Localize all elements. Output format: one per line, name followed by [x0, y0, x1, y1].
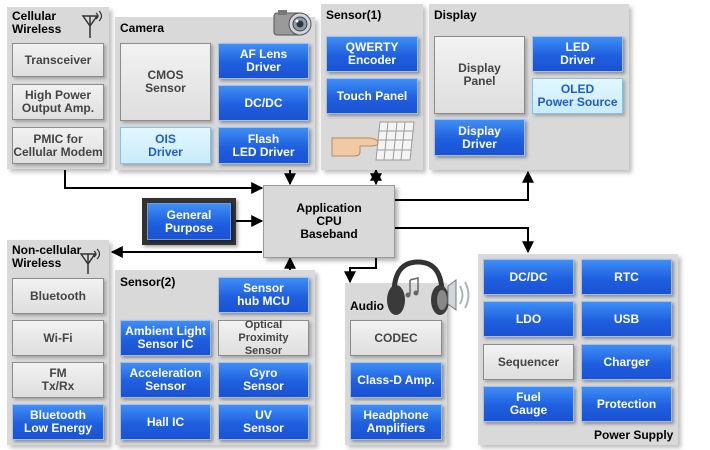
- rtc-box: RTC: [581, 259, 672, 295]
- headphone-amplifiers-box: Headphone Amplifiers: [350, 404, 442, 440]
- line-cpu-display: [395, 170, 534, 201]
- ois-driver-box: OIS Driver: [120, 127, 211, 164]
- display-title: Display: [434, 8, 477, 22]
- hall-ic-box: Hall IC: [120, 404, 211, 440]
- high-power-output-amp-box: High Power Output Amp.: [12, 84, 104, 120]
- fuel-gauge-box: Fuel Gauge: [483, 386, 574, 422]
- flash-led-driver-box: Flash LED Driver: [218, 127, 309, 164]
- codec-box: CODEC: [350, 320, 442, 356]
- line-cpu-audio: [344, 258, 377, 284]
- wireless-antenna-icon: [79, 248, 101, 274]
- cmos-sensor-box: CMOS Sensor: [120, 43, 211, 121]
- usb-box: USB: [581, 301, 672, 337]
- line-cellular-cpu: [64, 170, 264, 194]
- pmic-cellular-modem-box: PMIC for Cellular Modem: [12, 127, 104, 164]
- class-d-amp-box: Class-D Amp.: [350, 362, 442, 398]
- af-lens-driver-box: AF Lens Driver: [218, 43, 309, 79]
- general-purpose-box: General Purpose: [147, 203, 231, 240]
- touch-panel-box: Touch Panel: [326, 78, 418, 114]
- antenna-icon: [81, 10, 103, 38]
- power-dc-dc-box: DC/DC: [483, 259, 574, 295]
- acceleration-sensor-box: Acceleration Sensor: [120, 362, 211, 398]
- gyro-sensor-box: Gyro Sensor: [218, 362, 309, 398]
- led-driver-box: LED Driver: [532, 36, 623, 72]
- camera-icon: [273, 10, 312, 36]
- camera-title: Camera: [120, 21, 165, 35]
- transceiver-box: Transceiver: [12, 43, 104, 77]
- wifi-box: Wi-Fi: [12, 320, 104, 356]
- power-supply-title: Power Supply: [594, 428, 674, 442]
- display-panel-box: Display Panel: [434, 36, 525, 114]
- line-cpu-power: [395, 227, 534, 254]
- ambient-light-sensor-box: Ambient Light Sensor IC: [120, 320, 211, 356]
- camera-dc-dc-box: DC/DC: [218, 85, 309, 121]
- touch-hand-icon: [331, 121, 415, 161]
- sequencer-box: Sequencer: [483, 344, 574, 380]
- audio-title: Audio: [350, 299, 384, 313]
- bluetooth-box: Bluetooth: [12, 278, 104, 314]
- fm-tx-rx-box: FM Tx/Rx: [12, 362, 104, 398]
- uv-sensor-box: UV Sensor: [218, 404, 309, 440]
- charger-box: Charger: [581, 344, 672, 380]
- headphones-icon: [387, 259, 470, 315]
- application-cpu-box: Application CPU Baseband: [263, 185, 395, 258]
- sensor2-title: Sensor(2): [120, 275, 176, 289]
- qwerty-encoder-box: QWERTY Encoder: [326, 36, 418, 72]
- noncellular-wireless-title: Non-cellular Wireless: [12, 243, 82, 270]
- optical-proximity-sensor-box: Optical Proximity Sensor: [218, 319, 309, 357]
- ldo-box: LDO: [483, 301, 574, 337]
- cellular-wireless-title: Cellular Wireless: [12, 9, 62, 36]
- sensor-hub-mcu-box: Sensor hub MCU: [218, 277, 309, 313]
- display-driver-box: Display Driver: [434, 119, 525, 156]
- oled-power-source-box: OLED Power Source: [532, 78, 623, 114]
- bluetooth-low-energy-box: Bluetooth Low Energy: [12, 404, 104, 440]
- protection-box: Protection: [581, 386, 672, 422]
- sensor1-title: Sensor(1): [326, 8, 382, 22]
